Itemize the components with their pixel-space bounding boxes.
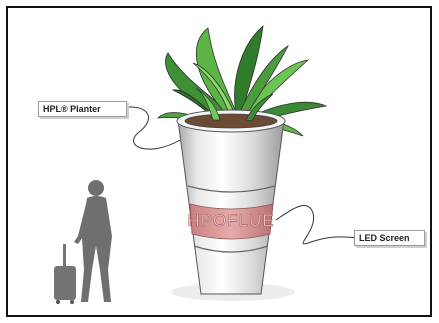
person-silhouette [74, 180, 112, 302]
rolling-suitcase [54, 244, 76, 304]
illustration-frame: HPOFLUE HPL® Planter LED Screen [6, 6, 432, 317]
planter-rim-inner [185, 114, 277, 128]
planter-label: HPL® Planter [43, 104, 101, 114]
screen-leader-line [276, 205, 358, 243]
screen-callout: LED Screen [354, 230, 425, 246]
planter-sketch: HPOFLUE [8, 8, 432, 317]
planter-callout: HPL® Planter [38, 101, 127, 117]
led-screen-text: HPOFLUE [187, 211, 274, 230]
screen-label: LED Screen [359, 233, 410, 243]
